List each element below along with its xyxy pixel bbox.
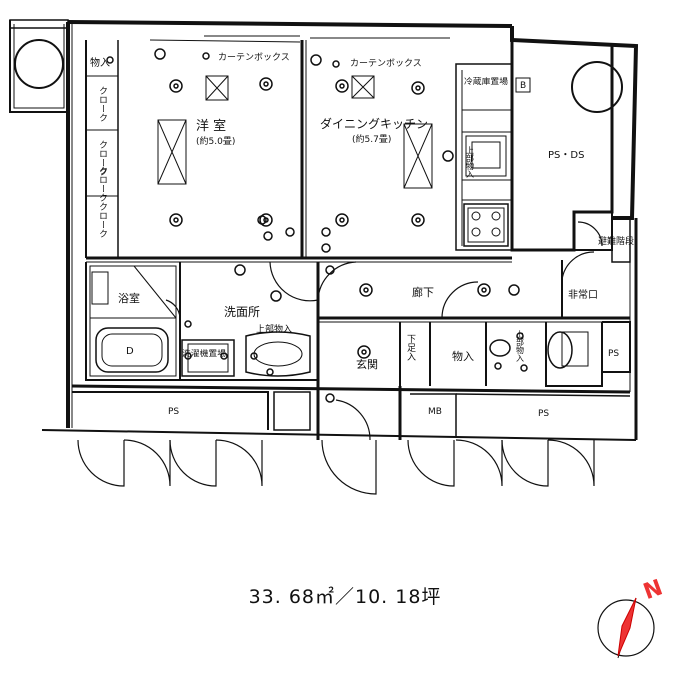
entrance-label: 玄関	[356, 357, 378, 371]
ps-ds-label: PS・DS	[548, 150, 584, 161]
shoe-storage-label: 下足入	[405, 334, 416, 361]
dining-kitchen-label: ダイニングキッチン	[320, 116, 428, 131]
curtain-box-right-label: カーテンボックス	[350, 58, 422, 69]
interior-walls	[72, 35, 631, 440]
western-room-label: 洋 室	[196, 118, 226, 134]
curtain-box-left-label: カーテンボックス	[218, 52, 290, 63]
balcony-planter-right	[571, 61, 623, 113]
closet-label-1: クローク	[97, 86, 107, 122]
ceiling-marks	[157, 75, 433, 189]
mb-label: MB	[428, 407, 442, 417]
washroom-label: 洗面所	[224, 305, 260, 319]
dining-kitchen-size: (約5.7畳)	[352, 133, 391, 145]
unit-bath-mark: D	[126, 346, 134, 357]
ceiling-lights	[106, 48, 528, 403]
meter-mark: B	[520, 81, 526, 91]
ps-bottom-right-label: PS	[538, 409, 549, 419]
floor-area-label: 33. 68㎡／10. 18坪	[248, 586, 442, 608]
balcony-planter-left	[14, 39, 64, 89]
closet-label-3: クローク	[97, 166, 107, 202]
upper-storage-label: 上部物入	[256, 323, 292, 335]
storage-label: 物入	[452, 349, 474, 363]
bath-label: 浴室	[118, 291, 140, 305]
emergency-exit-label: 非常口	[568, 288, 598, 301]
meter-box	[515, 77, 531, 93]
hallway-label: 廊下	[412, 285, 434, 299]
ps-bottom-left-label: PS	[168, 407, 179, 417]
western-room-size: (約5.0畳)	[196, 135, 235, 147]
fridge-space-label: 冷蔵庫置場	[464, 76, 508, 86]
closet-storage-label: 物入	[90, 56, 110, 69]
ps-small-label: PS	[608, 349, 619, 359]
upper-storage-right-label: 上部物入	[516, 330, 525, 362]
washing-machine-label: 洗濯機置場	[182, 348, 226, 358]
closet-label-4: クローク	[97, 202, 107, 238]
compass: N	[597, 575, 666, 659]
upper-storage-vertical-label: 上部物入	[466, 146, 475, 178]
closet-label-2: クローク	[97, 140, 107, 176]
evacuation-ladder-label: 避難階段	[598, 235, 634, 247]
